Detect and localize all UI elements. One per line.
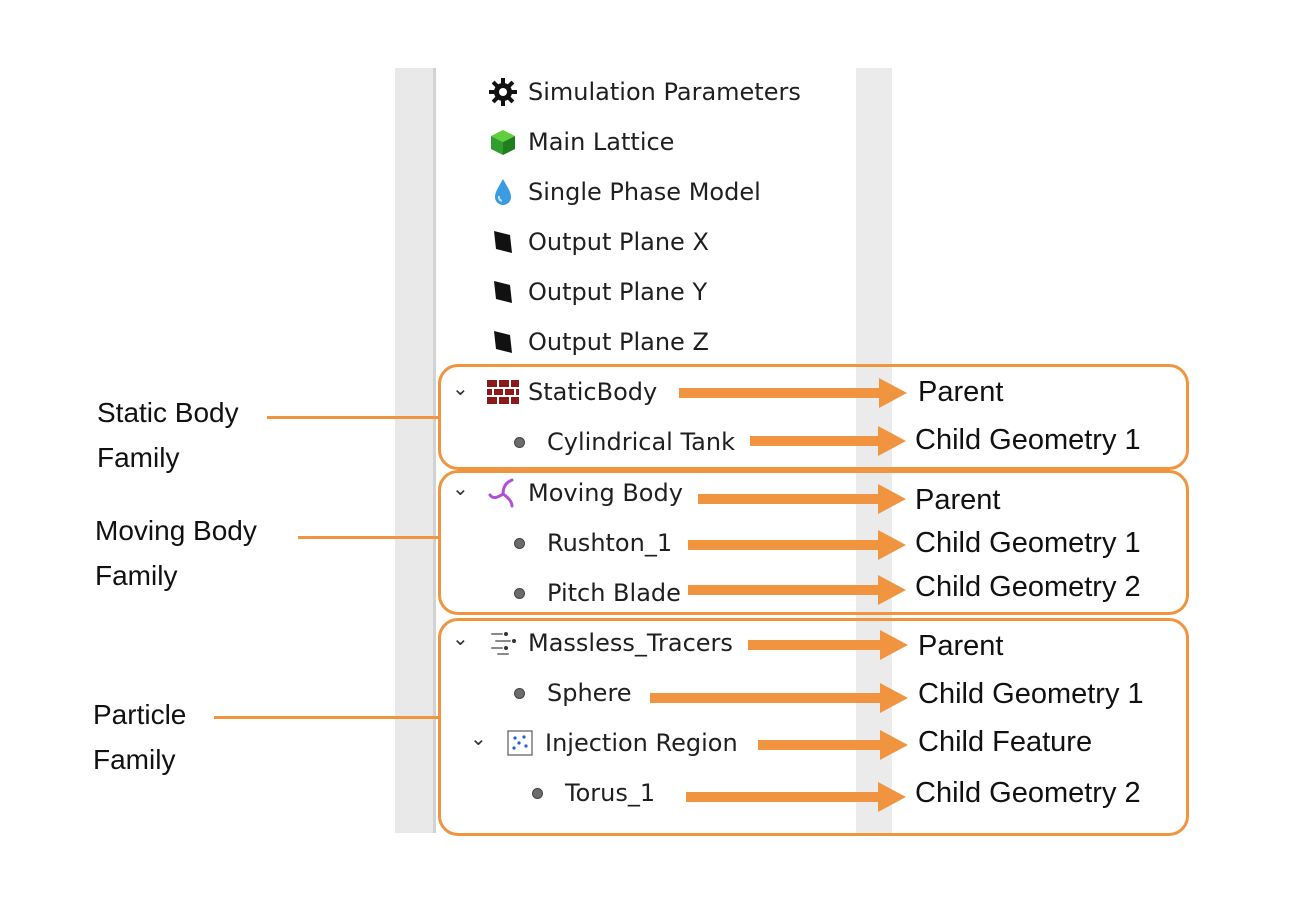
bullet-icon (514, 687, 525, 699)
particle-connector-line (214, 716, 438, 719)
tree-item-output-plane-x[interactable]: Output Plane X (486, 225, 709, 259)
moving-body-family-label: Moving Body Family (95, 508, 257, 598)
tree-item-simulation-parameters[interactable]: Simulation Parameters (486, 75, 801, 109)
tree-panel-gutter (395, 68, 433, 833)
tree-item-moving-body[interactable]: Moving Body (486, 476, 683, 510)
family-label-line-2: Family (93, 744, 176, 775)
particle-family-label: Particle Family (93, 692, 186, 782)
arrow-shaft (748, 640, 880, 650)
role-label-parent: Parent (918, 376, 1004, 408)
tree-item-label: Output Plane Z (528, 328, 709, 356)
arrow-head-icon (878, 426, 906, 456)
tree-item-pitch-blade[interactable]: Pitch Blade (514, 576, 681, 610)
role-label-child-geometry: Child Geometry 2 (915, 571, 1141, 603)
tree-item-label: StaticBody (528, 378, 658, 406)
arrow-shaft (758, 740, 880, 750)
gear-icon (486, 75, 520, 109)
static-body-connector-line (267, 416, 438, 419)
tree-item-output-plane-y[interactable]: Output Plane Y (486, 275, 707, 309)
tree-item-label: Main Lattice (528, 128, 675, 156)
tree-item-label: Moving Body (528, 479, 683, 507)
chevron-down-icon[interactable]: ⌄ (470, 726, 487, 750)
moving-body-family-box (438, 470, 1189, 615)
arrow-shaft (650, 693, 880, 703)
arrow-shaft (679, 388, 879, 398)
particle-family-box (438, 618, 1189, 836)
tree-item-label: Rushton_1 (547, 529, 673, 557)
tree-item-single-phase-model[interactable]: Single Phase Model (486, 175, 761, 209)
tree-panel-divider (433, 68, 436, 833)
arrow-shaft (688, 585, 878, 595)
brick-wall-icon (486, 375, 520, 409)
family-label-line-1: Moving Body (95, 515, 257, 546)
tree-item-rushton-1[interactable]: Rushton_1 (514, 526, 672, 560)
arrow-head-icon (880, 730, 908, 760)
arrow-head-icon (880, 683, 908, 713)
green-cube-icon (486, 125, 520, 159)
tree-item-label: Output Plane X (528, 228, 709, 256)
impeller-icon (486, 476, 520, 510)
role-label-parent: Parent (915, 484, 1001, 516)
tree-item-label: Cylindrical Tank (547, 428, 735, 456)
tree-item-sphere[interactable]: Sphere (514, 676, 632, 710)
water-drop-icon (486, 175, 520, 209)
plane-icon (486, 325, 520, 359)
static-body-family-label: Static Body Family (97, 390, 239, 480)
static-body-family-box (438, 364, 1189, 470)
bullet-icon (514, 537, 525, 549)
family-label-line-1: Static Body (97, 397, 239, 428)
arrow-shaft (698, 494, 878, 504)
role-label-child-geometry: Child Geometry 2 (915, 777, 1141, 809)
family-label-line-2: Family (97, 442, 180, 473)
tree-item-label: Output Plane Y (528, 278, 708, 306)
arrow-head-icon (878, 575, 906, 605)
arrow-shaft (750, 436, 878, 446)
bullet-icon (514, 436, 525, 448)
tree-item-label: Massless_Tracers (528, 629, 733, 657)
role-label-child-geometry: Child Geometry 1 (918, 678, 1144, 710)
family-label-line-2: Family (95, 560, 178, 591)
role-label-child-feature: Child Feature (918, 726, 1093, 758)
tree-item-label: Pitch Blade (547, 579, 681, 607)
tracers-icon (486, 626, 520, 660)
arrow-shaft (686, 792, 878, 802)
tree-item-label: Single Phase Model (528, 178, 761, 206)
injection-region-icon (503, 726, 537, 760)
tree-item-label: Simulation Parameters (528, 78, 801, 106)
arrow-head-icon (879, 378, 907, 408)
arrow-head-icon (878, 782, 906, 812)
arrow-head-icon (878, 530, 906, 560)
tree-item-label: Sphere (547, 679, 632, 707)
tree-item-output-plane-z[interactable]: Output Plane Z (486, 325, 709, 359)
bullet-icon (532, 787, 543, 799)
tree-item-staticbody[interactable]: StaticBody (486, 375, 657, 409)
tree-item-label: Torus_1 (565, 779, 656, 807)
tree-item-label: Injection Region (545, 729, 738, 757)
role-label-child-geometry: Child Geometry 1 (915, 424, 1141, 456)
family-label-line-1: Particle (93, 699, 187, 730)
tree-item-cylindrical-tank[interactable]: Cylindrical Tank (514, 425, 735, 459)
role-label-parent: Parent (918, 630, 1004, 662)
role-label-child-geometry: Child Geometry 1 (915, 527, 1141, 559)
arrow-head-icon (880, 630, 908, 660)
tree-item-massless-tracers[interactable]: Massless_Tracers (486, 626, 733, 660)
tree-item-main-lattice[interactable]: Main Lattice (486, 125, 674, 159)
plane-icon (486, 275, 520, 309)
tree-item-injection-region[interactable]: Injection Region (503, 726, 738, 760)
tree-item-torus-1[interactable]: Torus_1 (532, 776, 655, 810)
arrow-shaft (688, 540, 878, 550)
plane-icon (486, 225, 520, 259)
moving-body-connector-line (298, 536, 438, 539)
bullet-icon (514, 587, 525, 599)
arrow-head-icon (878, 484, 906, 514)
